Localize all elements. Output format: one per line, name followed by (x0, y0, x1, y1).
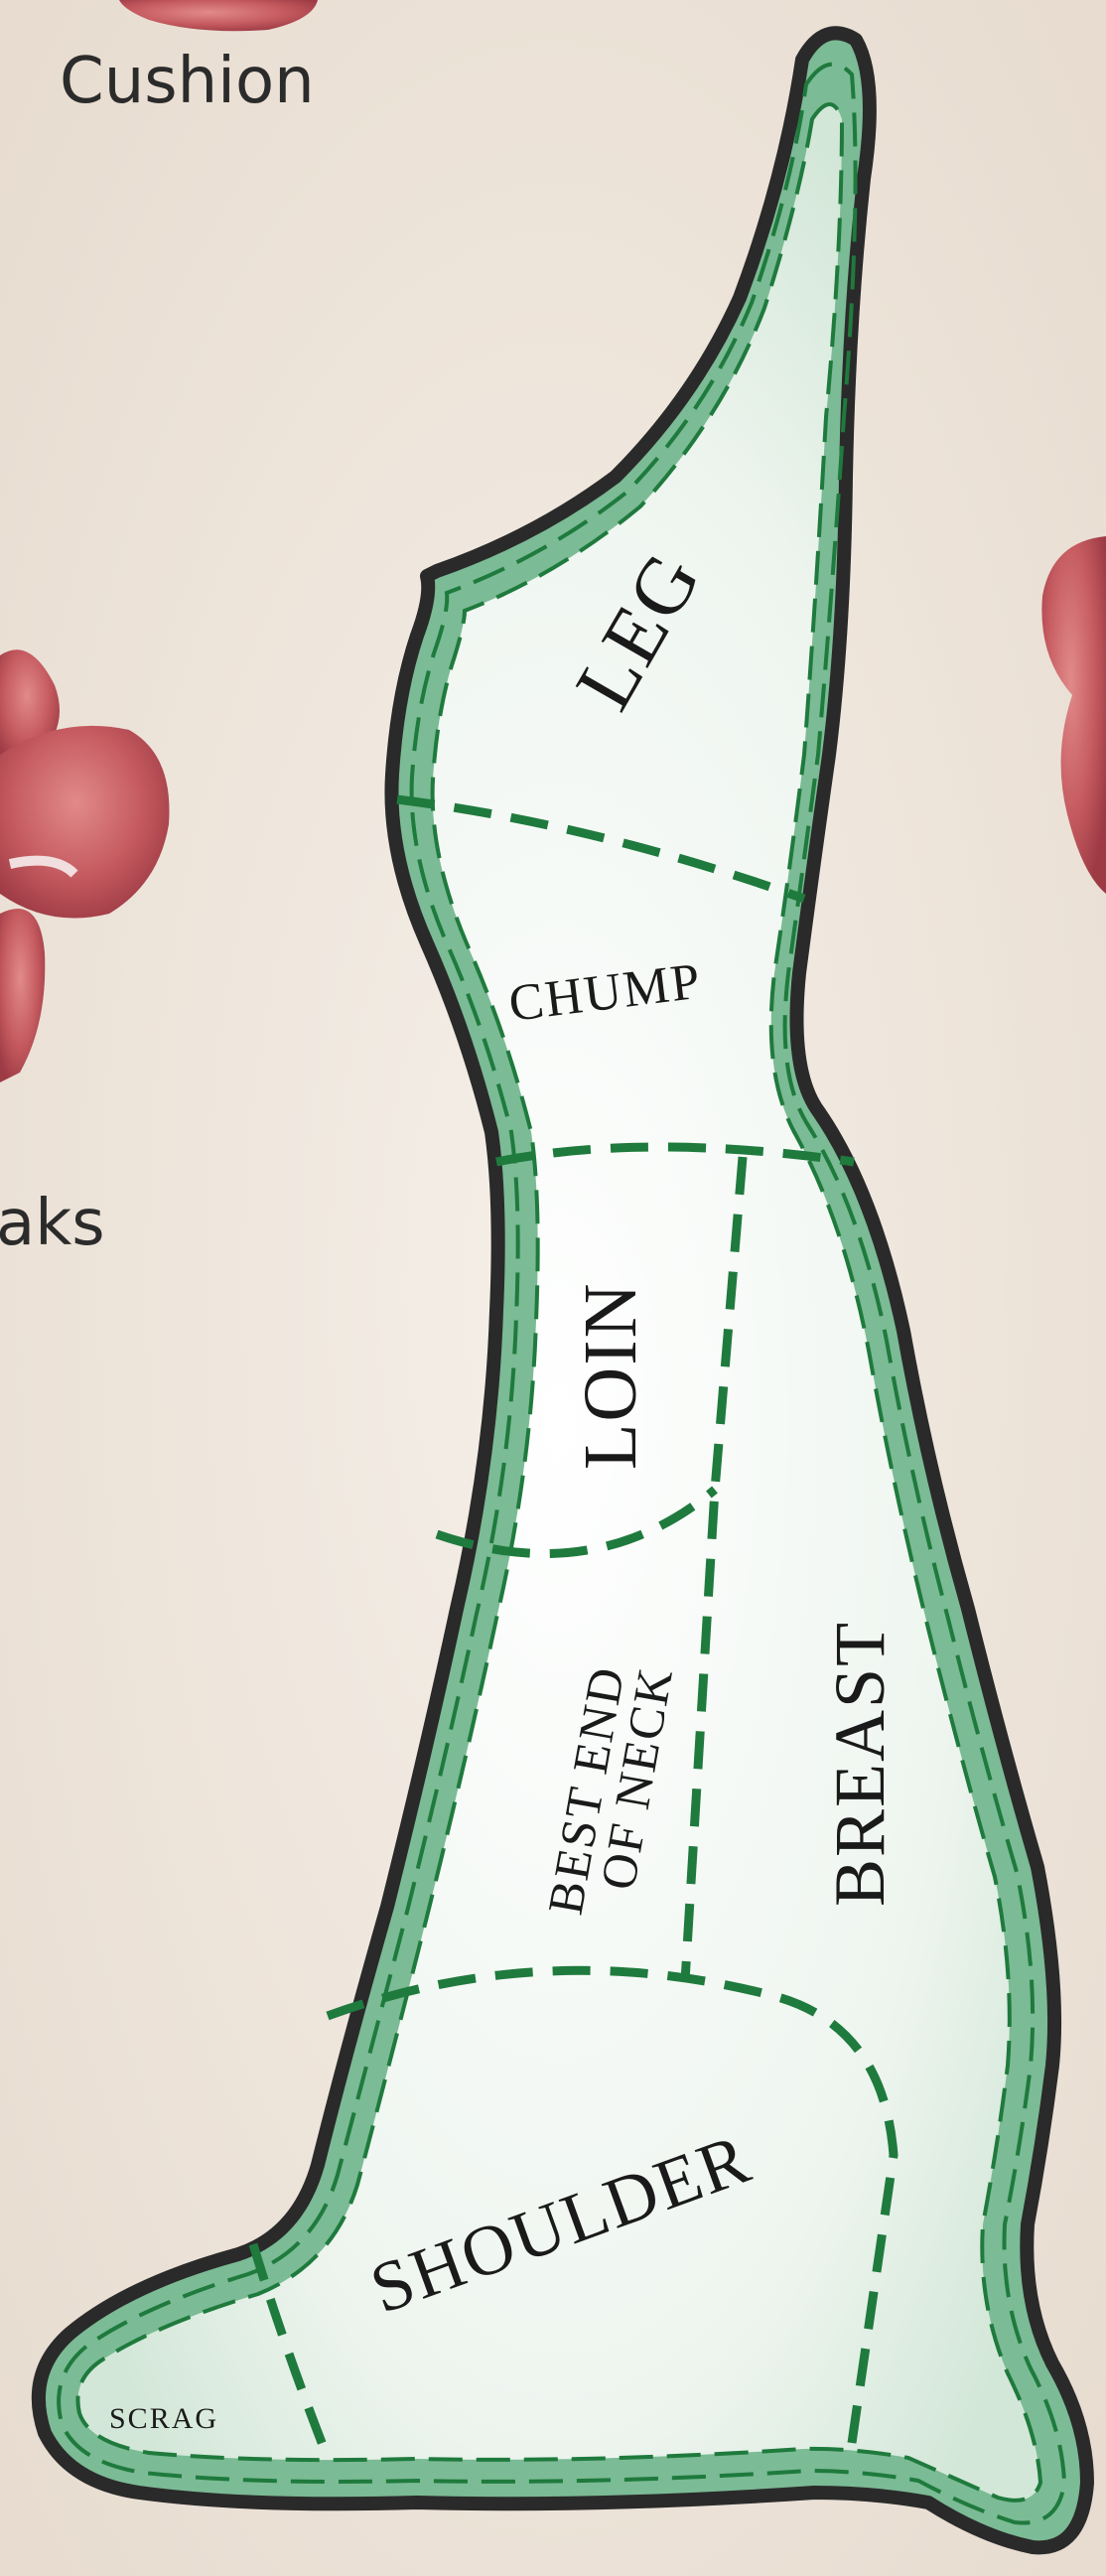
steaks-label-partial: aks (0, 1192, 105, 1255)
cushion-label: Cushion (60, 50, 315, 113)
cut-label-scrag: SCRAG (109, 2402, 218, 2435)
cut-label-loin: LOIN (569, 1281, 652, 1470)
cut-label-breast: BREAST (820, 1621, 899, 1907)
